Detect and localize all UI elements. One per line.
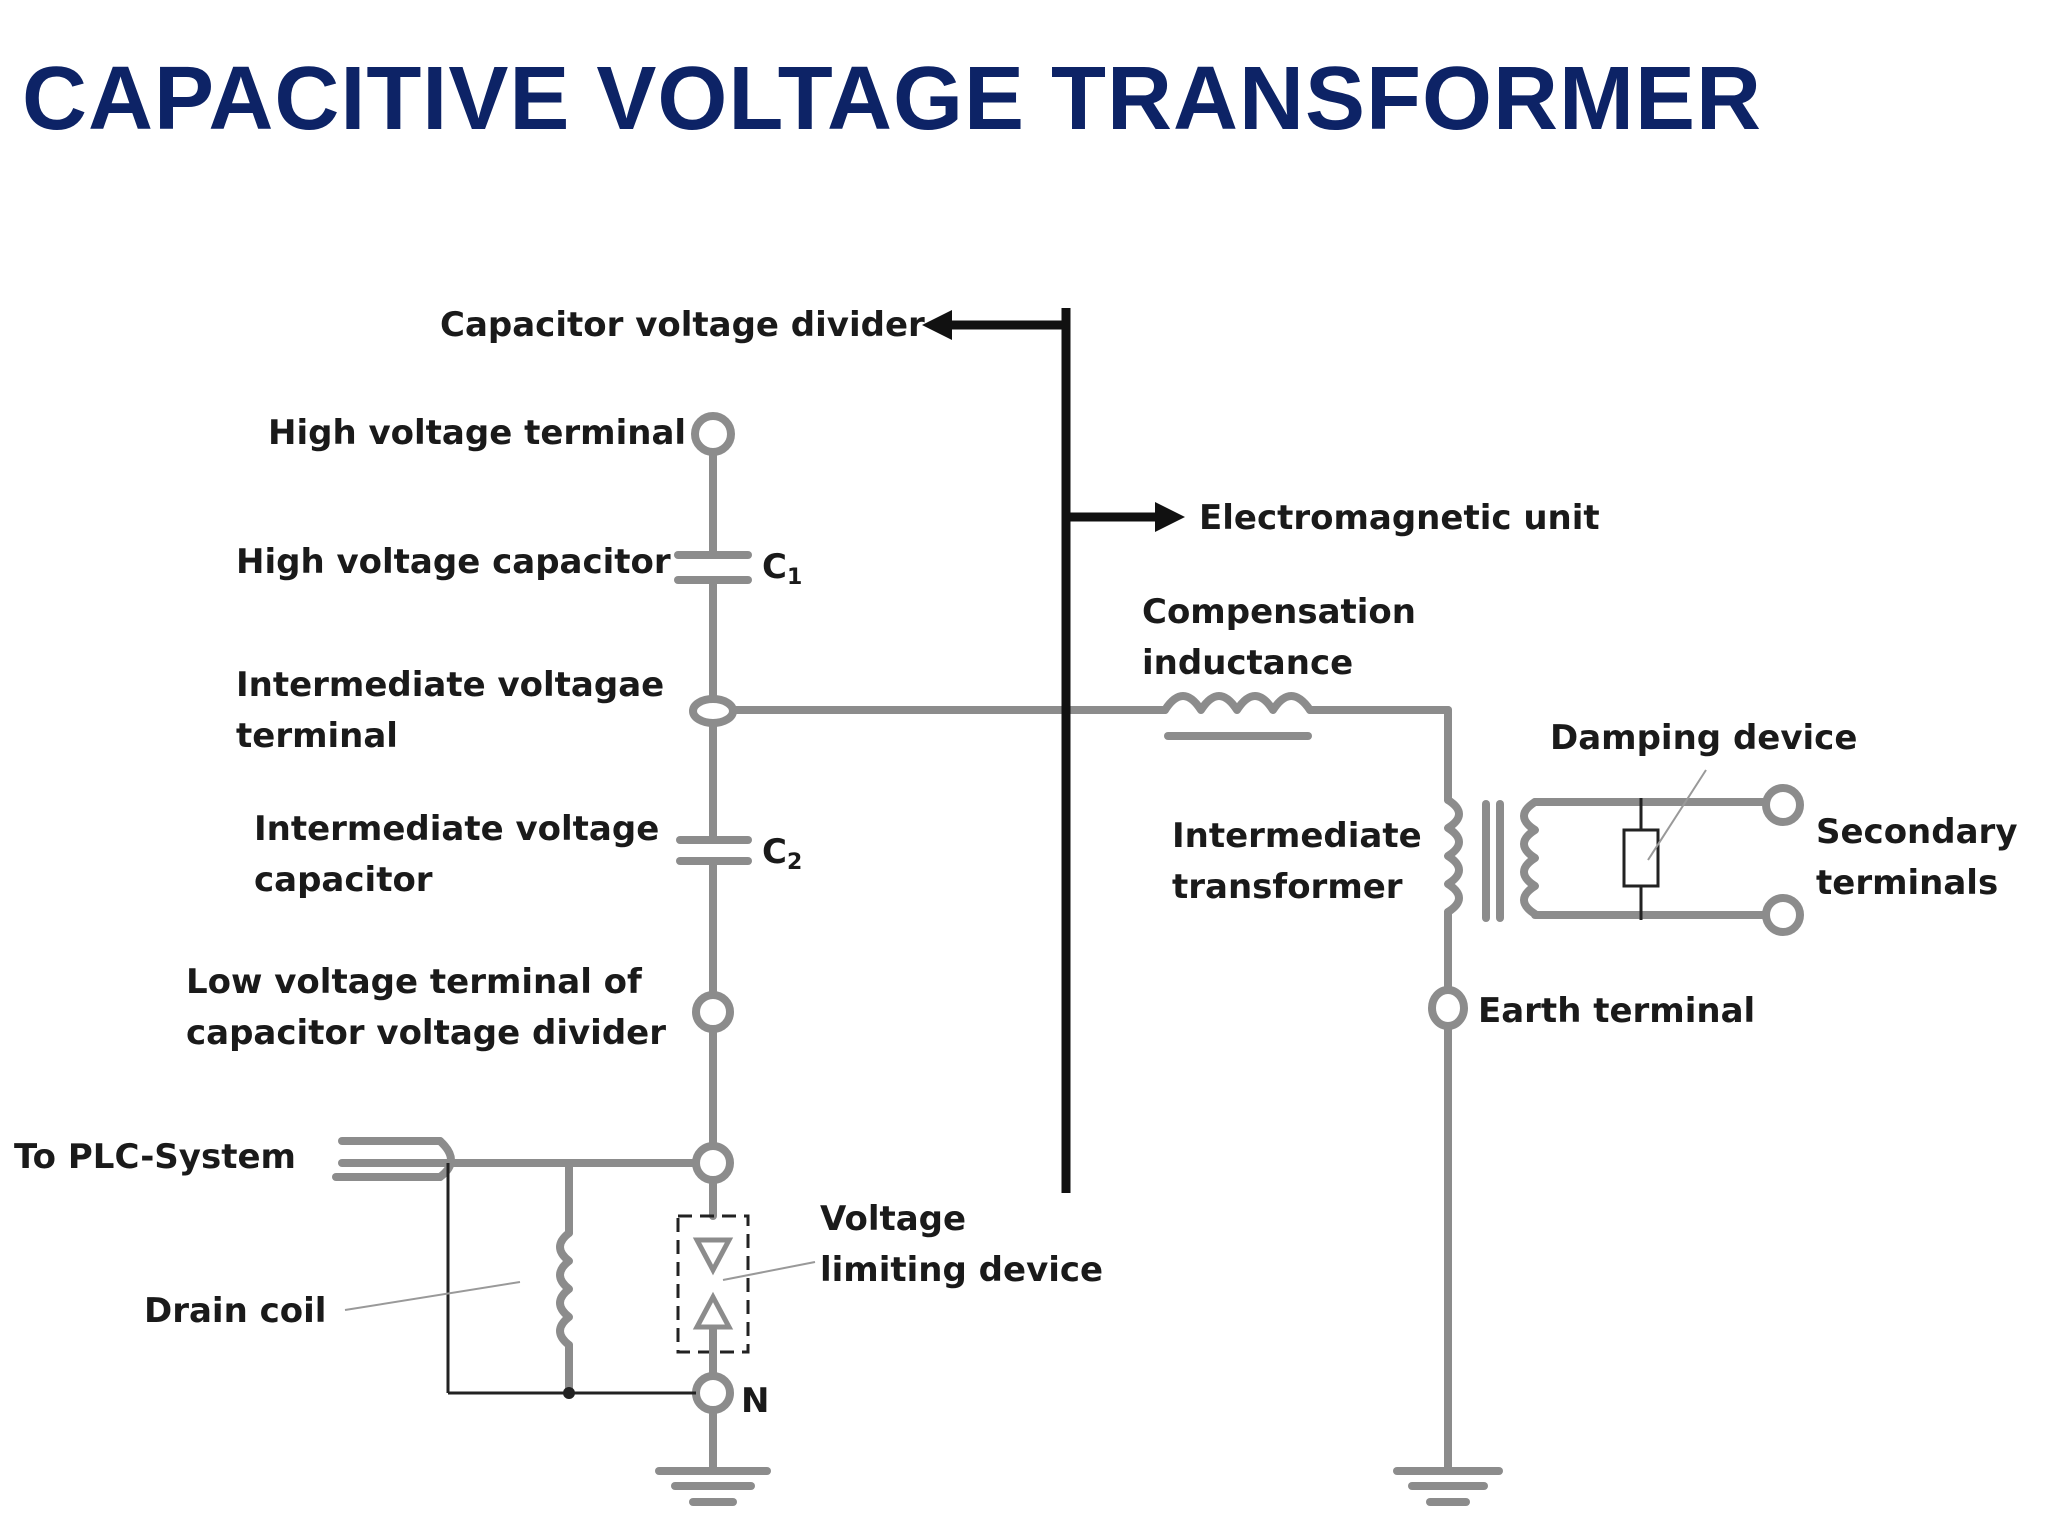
arrester-arrow-up xyxy=(692,1291,734,1330)
secondary-terminal-bottom xyxy=(1762,894,1804,936)
label-electromagnetic-unit: Electromagnetic unit xyxy=(1199,498,1600,538)
transformer-secondary-coil xyxy=(1520,798,1539,918)
label-high-voltage-terminal: High voltage terminal xyxy=(268,413,686,453)
label-intermediate-voltage-capacitor-1: Intermediate voltage xyxy=(254,809,659,849)
drain-coil-pointer xyxy=(344,1281,521,1311)
label-high-voltage-capacitor: High voltage capacitor xyxy=(236,542,671,582)
plc-connector xyxy=(436,1137,455,1181)
label-drain-coil: Drain coil xyxy=(144,1291,326,1331)
label-intermediate-voltage-capacitor-2: capacitor xyxy=(254,860,433,900)
label-capacitor-voltage-divider: Capacitor voltage divider xyxy=(440,305,925,345)
label-secondary-terminals-1: Secondary xyxy=(1816,812,2017,852)
label-damping-device: Damping device xyxy=(1550,718,1857,758)
low-voltage-terminal xyxy=(692,991,734,1033)
label-compensation-inductance-2: inductance xyxy=(1142,643,1353,683)
arrow-left-head-icon xyxy=(922,310,952,340)
compensation-inductor-coil xyxy=(1161,692,1314,714)
label-intermediate-transformer-1: Intermediate xyxy=(1172,816,1422,856)
drain-junction-dot xyxy=(563,1387,575,1399)
limiting-device-pointer xyxy=(722,1261,816,1281)
label-voltage-limiting-device-1: Voltage xyxy=(820,1199,966,1239)
secondary-terminal-top xyxy=(1762,784,1804,826)
earth-terminal xyxy=(1428,986,1468,1030)
label-intermediate-voltage-terminal-2: terminal xyxy=(236,716,398,756)
label-c2: C2 xyxy=(762,832,802,875)
label-secondary-terminals-2: terminals xyxy=(1816,863,1998,903)
high-voltage-terminal xyxy=(691,412,735,456)
voltage-limiting-device xyxy=(676,1214,750,1354)
damping-resistor xyxy=(1622,828,1660,888)
arrester-arrow-down xyxy=(692,1237,734,1276)
transformer-primary-coil xyxy=(1444,796,1463,916)
label-n-terminal: N xyxy=(741,1381,769,1421)
arrow-right-head-icon xyxy=(1155,502,1185,532)
plc-junction-terminal xyxy=(692,1142,734,1184)
n-terminal xyxy=(692,1372,734,1414)
label-intermediate-transformer-2: transformer xyxy=(1172,867,1403,907)
intermediate-voltage-terminal xyxy=(689,695,737,727)
drain-coil xyxy=(556,1229,573,1349)
page-title: CAPACITIVE VOLTAGE TRANSFORMER xyxy=(22,49,1762,149)
label-c1: C1 xyxy=(762,547,802,590)
label-intermediate-voltage-terminal-1: Intermediate voltagae xyxy=(236,665,664,705)
label-compensation-inductance-1: Compensation xyxy=(1142,592,1416,632)
label-low-voltage-terminal-1: Low voltage terminal of xyxy=(186,962,643,1002)
label-to-plc-system: To PLC-System xyxy=(14,1137,296,1177)
damping-device-pointer xyxy=(1647,769,1707,861)
label-earth-terminal: Earth terminal xyxy=(1478,991,1755,1031)
label-low-voltage-terminal-2: capacitor voltage divider xyxy=(186,1013,666,1053)
label-voltage-limiting-device-2: limiting device xyxy=(820,1250,1103,1290)
